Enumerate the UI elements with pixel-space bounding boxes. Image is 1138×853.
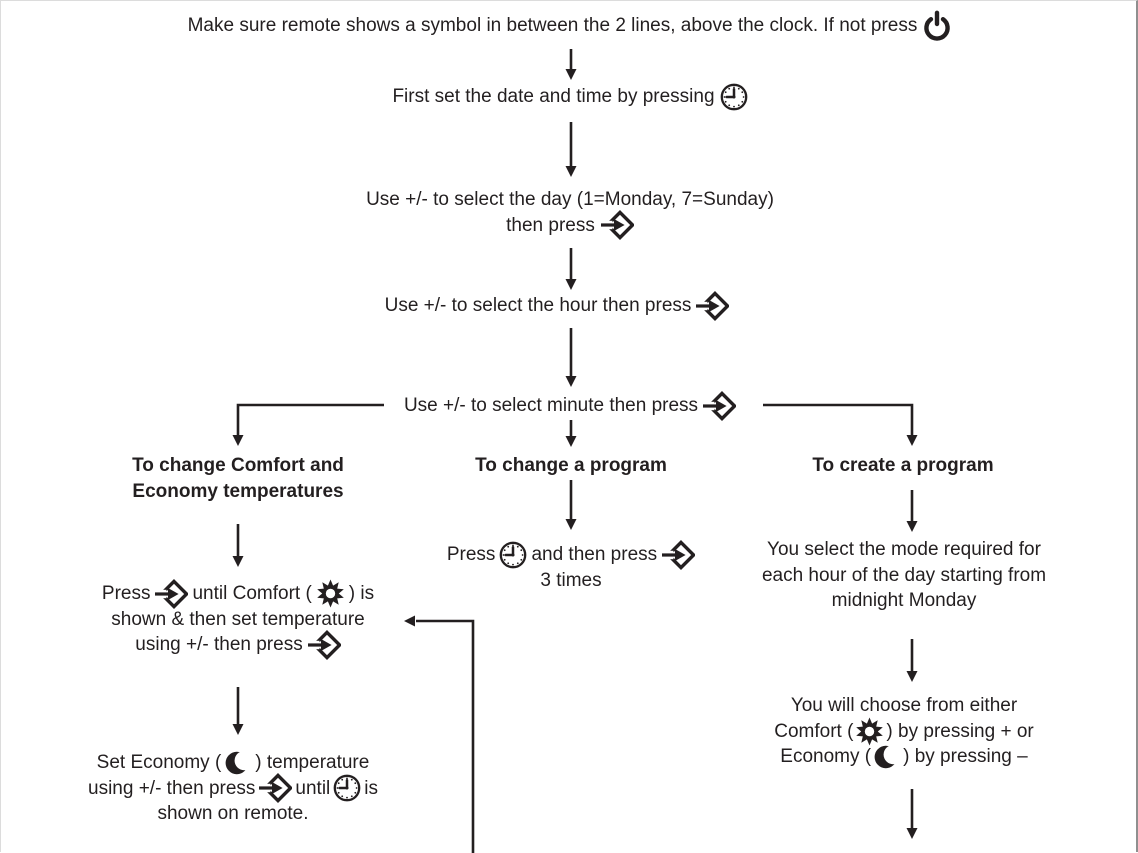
step2-text: First set the date and time by pressing — [392, 84, 714, 110]
sun-icon — [316, 579, 345, 608]
right-branch-heading: To create a program — [753, 453, 1053, 479]
right-box2: You will choose from either Comfort ( ) … — [734, 693, 1074, 770]
right-box1: You select the mode required for each ho… — [734, 537, 1074, 614]
left-box2-l2c: is — [364, 776, 378, 802]
middle-heading-text: To change a program — [475, 453, 667, 479]
middle-branch-heading: To change a program — [421, 453, 721, 479]
step5-text: Use +/- to select minute then press — [404, 393, 698, 419]
left-box1-l3a: using +/- then press — [135, 632, 302, 658]
power-icon — [922, 10, 952, 42]
left-box2-l1a: Set Economy ( — [97, 750, 222, 776]
left-heading-line2: Economy temperatures — [132, 479, 343, 505]
step2: First set the date and time by pressing — [1, 84, 1138, 110]
moon-icon — [224, 749, 252, 777]
step3-line1: Use +/- to select the day (1=Monday, 7=S… — [366, 187, 774, 213]
middle-box1-l2: 3 times — [540, 568, 601, 594]
left-box2-l2a: using +/- then press — [88, 776, 255, 802]
right-heading-text: To create a program — [812, 453, 993, 479]
left-box1: Press until Comfort ( ) is shown & then … — [58, 581, 418, 658]
left-box2: Set Economy ( ) temperature using +/- th… — [48, 750, 418, 827]
enter-arrow-diamond-icon — [695, 291, 729, 321]
connector-middle-heading-box1 — [566, 480, 577, 530]
middle-box1-l1b: and then press — [531, 542, 657, 568]
connector-branch-middle — [566, 420, 577, 447]
step1: Make sure remote shows a symbol in betwe… — [1, 13, 1138, 39]
step3: Use +/- to select the day (1=Monday, 7=S… — [1, 187, 1138, 238]
connector-left-box1-box2 — [233, 687, 244, 735]
connector-step4-step5 — [566, 328, 577, 387]
clock-icon — [333, 774, 361, 802]
left-branch-heading: To change Comfort and Economy temperatur… — [88, 453, 388, 504]
connector-right-heading-box1 — [907, 490, 918, 532]
connector-step3-step4 — [566, 248, 577, 290]
connector-step1-step2 — [566, 49, 577, 80]
clock-icon — [720, 83, 748, 111]
left-box1-l1a: Press — [102, 581, 151, 607]
step5: Use +/- to select minute then press — [1, 393, 1138, 419]
connector-right-box1-box2 — [907, 639, 918, 682]
enter-arrow-diamond-icon — [307, 630, 341, 660]
right-box2-l2a: Comfort ( — [774, 719, 853, 745]
right-box1-l3: midnight Monday — [832, 588, 977, 614]
connector-step2-step3 — [566, 122, 577, 177]
step3-line2: then press — [506, 213, 595, 239]
step1-text: Make sure remote shows a symbol in betwe… — [188, 13, 918, 39]
right-box2-l3a: Economy ( — [780, 744, 871, 770]
enter-arrow-diamond-icon — [661, 540, 695, 570]
right-box1-l2: each hour of the day starting from — [762, 563, 1046, 589]
sun-icon — [855, 717, 884, 746]
clock-icon — [499, 541, 527, 569]
moon-icon — [873, 743, 901, 771]
left-heading-line1: To change Comfort and — [132, 453, 344, 479]
middle-box1-l1a: Press — [447, 542, 496, 568]
enter-arrow-diamond-icon — [702, 391, 736, 421]
enter-arrow-diamond-icon — [258, 773, 292, 803]
enter-arrow-diamond-icon — [600, 210, 634, 240]
connector-left-heading-box1 — [233, 524, 244, 567]
left-box2-l3: shown on remote. — [157, 801, 308, 827]
right-box2-l3b: ) by pressing – — [903, 744, 1028, 770]
right-box1-l1: You select the mode required for — [767, 537, 1041, 563]
step4: Use +/- to select the hour then press — [1, 293, 1113, 319]
left-box2-l2b: until — [295, 776, 330, 802]
middle-box1: Press and then press 3 times — [396, 542, 746, 593]
connector-right-box2-down — [907, 789, 918, 839]
step4-text: Use +/- to select the hour then press — [385, 293, 692, 319]
right-box2-l1: You will choose from either — [791, 693, 1017, 719]
left-box1-l1c: ) is — [349, 581, 374, 607]
right-box2-l2b: ) by pressing + or — [886, 719, 1033, 745]
left-box2-l1b: ) temperature — [255, 750, 369, 776]
enter-arrow-diamond-icon — [154, 579, 188, 609]
left-box1-l2: shown & then set temperature — [111, 607, 364, 633]
left-box1-l1b: until Comfort ( — [192, 581, 311, 607]
